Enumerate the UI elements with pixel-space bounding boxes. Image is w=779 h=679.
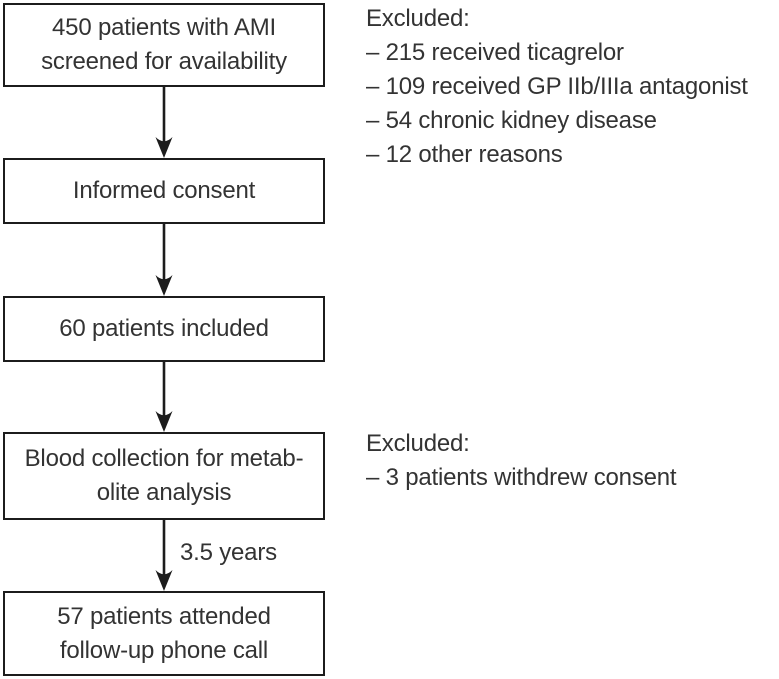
exclusion-title: Excluded: <box>366 5 470 32</box>
flow-box-text-line: Blood collection for metab- <box>24 445 304 472</box>
flow-box-followup: 57 patients attended follow-up phone cal… <box>3 591 325 676</box>
arrow-head <box>155 275 173 296</box>
down-arrow-icon <box>155 87 173 158</box>
exclusion-item: – 215 received ticagrelor <box>366 39 624 66</box>
flow-box-screened: 450 patients with AMI screened for avail… <box>3 3 325 87</box>
flow-box-blood-collection: Blood collection for metab- olite analys… <box>3 432 325 520</box>
flow-box-informed-consent: Informed consent <box>3 158 325 224</box>
flow-box-text-line: Informed consent <box>72 177 256 204</box>
flow-box-text-line: screened for availability <box>41 48 287 75</box>
flow-box-text-line: olite analysis <box>96 479 232 506</box>
arrow-head <box>155 137 173 158</box>
exclusion-item: – 109 received GP IIb/IIIa antagonist <box>366 73 748 100</box>
down-arrow-icon <box>155 520 173 591</box>
flow-box-included: 60 patients included <box>3 296 325 362</box>
exclusion-item: – 12 other reasons <box>366 141 563 168</box>
exclusion-item: – 3 patients withdrew consent <box>366 464 677 491</box>
flow-box-text-line: 57 patients attended <box>57 602 271 630</box>
exclusion-note-followup: Excluded: – 3 patients withdrew consent <box>366 427 677 495</box>
down-arrow-icon <box>155 362 173 432</box>
down-arrow-icon <box>155 224 173 296</box>
arrow-head <box>155 570 173 591</box>
arrow-head <box>155 411 173 432</box>
exclusion-note-screening: Excluded: – 215 received ticagrelor – 10… <box>366 2 748 172</box>
exclusion-title: Excluded: <box>366 430 470 457</box>
flow-box-text-line: follow-up phone call <box>59 636 269 664</box>
flow-box-text-line: 450 patients with AMI <box>52 14 276 41</box>
flow-box-text-line: 60 patients included <box>59 315 269 342</box>
exclusion-item: – 54 chronic kidney disease <box>366 107 657 134</box>
arrow-duration-label: 3.5 years <box>180 539 277 566</box>
